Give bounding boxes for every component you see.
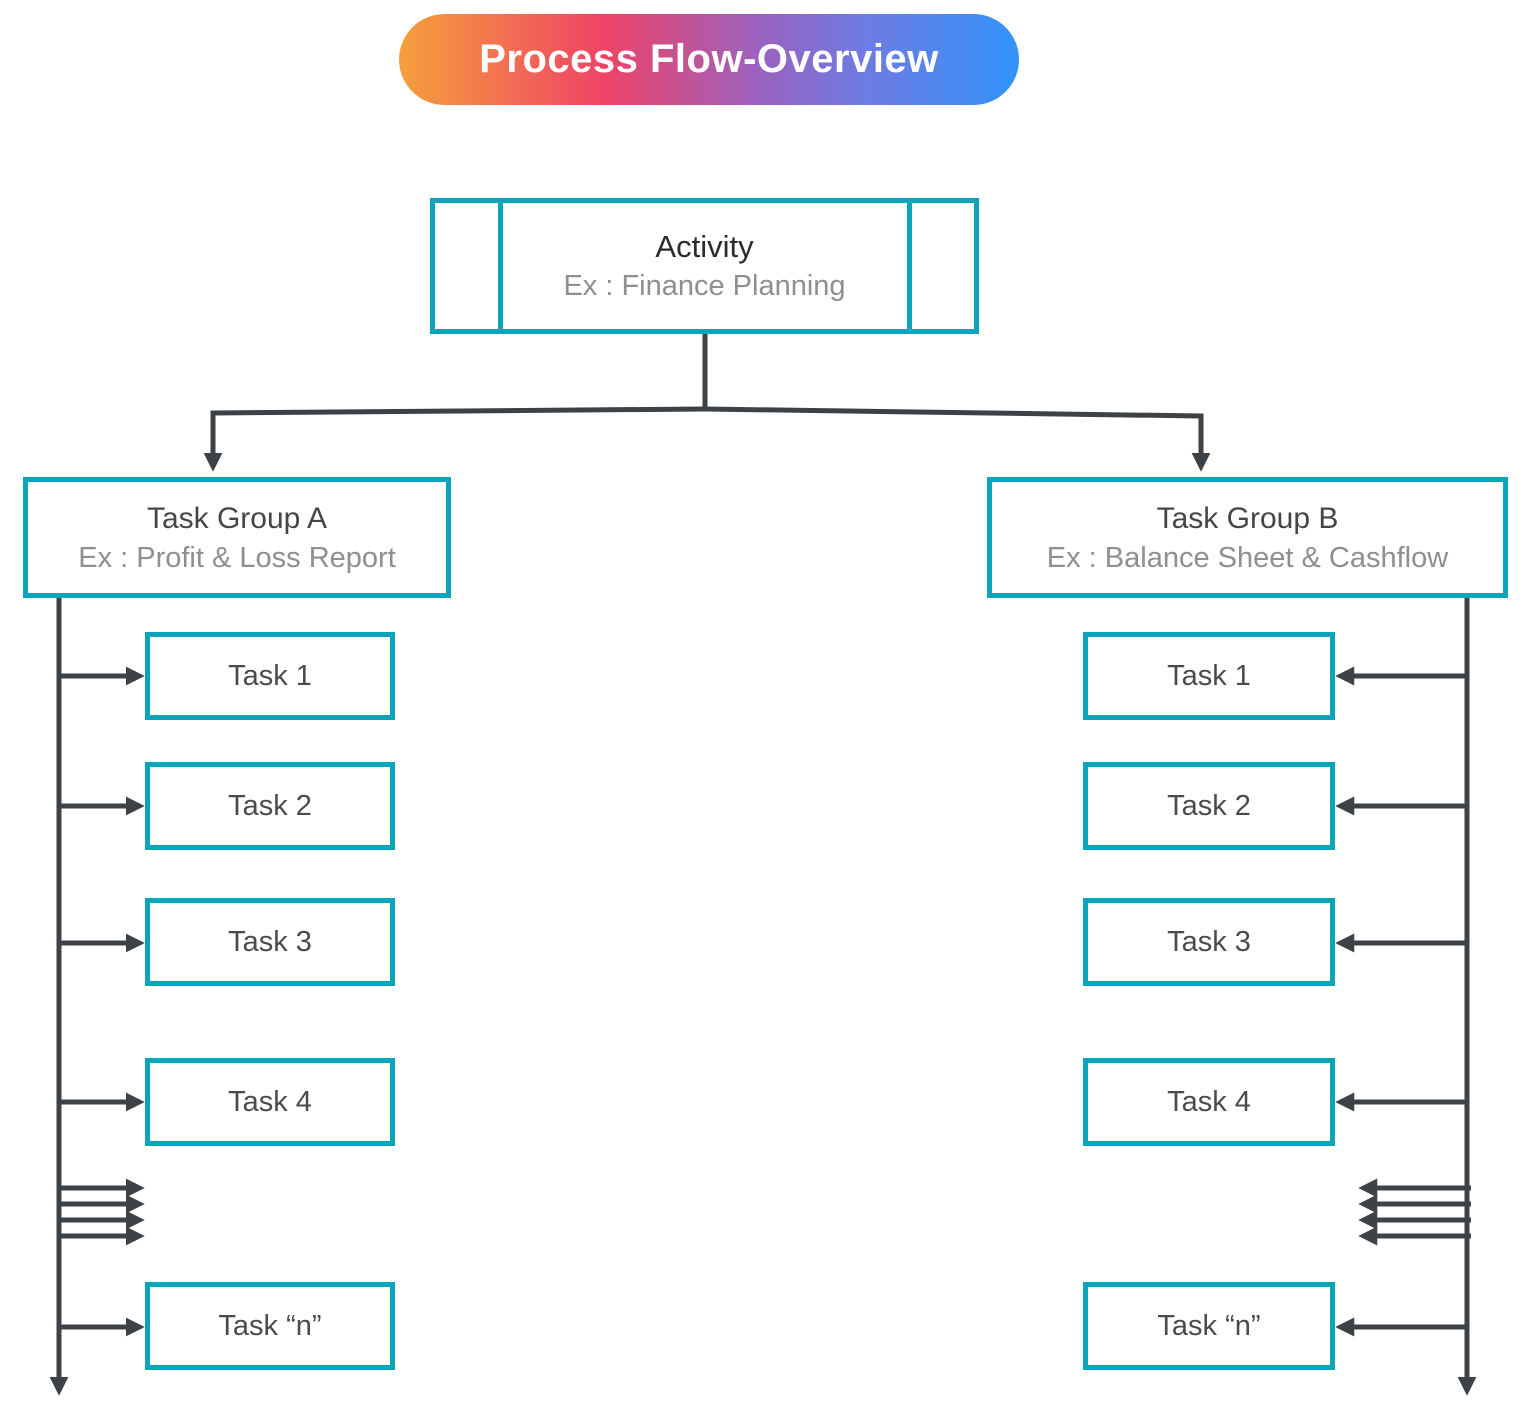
task-group-a-title: Task Group A [146, 501, 328, 535]
connector-branch-left [203, 406, 706, 472]
task-b-1: Task 1 [1083, 632, 1335, 720]
task-b-2-label: Task 2 [1167, 789, 1251, 822]
activity-subtitle: Ex : Finance Planning [563, 270, 846, 302]
task-group-b-subtitle: Ex : Balance Sheet & Cashflow [1046, 541, 1449, 574]
activity-left-bar [498, 203, 503, 329]
task-b-n: Task “n” [1083, 1282, 1335, 1370]
task-a-4: Task 4 [145, 1058, 395, 1146]
task-b-1-label: Task 1 [1167, 659, 1251, 692]
task-b-2: Task 2 [1083, 762, 1335, 850]
task-a-4-label: Task 4 [228, 1085, 312, 1118]
task-b-3-label: Task 3 [1167, 925, 1251, 958]
task-a-2-label: Task 2 [228, 789, 312, 822]
activity-title: Activity [655, 229, 754, 264]
activity-right-bar [907, 203, 912, 329]
task-b-4: Task 4 [1083, 1058, 1335, 1146]
task-a-3-label: Task 3 [228, 925, 312, 958]
task-a-2: Task 2 [145, 762, 395, 850]
task-b-n-label: Task “n” [1157, 1309, 1261, 1342]
task-a-n-label: Task “n” [218, 1309, 322, 1342]
task-a-1: Task 1 [145, 632, 395, 720]
diagram-title: Process Flow-Overview [479, 37, 939, 81]
activity-node: Activity Ex : Finance Planning [430, 198, 979, 334]
connector-branch-right [704, 406, 1211, 472]
task-b-3: Task 3 [1083, 898, 1335, 986]
diagram-title-banner: Process Flow-Overview [399, 14, 1019, 105]
task-a-1-label: Task 1 [228, 659, 312, 692]
ellipsis-arrows-left [59, 1178, 145, 1246]
task-a-n: Task “n” [145, 1282, 395, 1370]
task-group-a-subtitle: Ex : Profit & Loss Report [78, 541, 396, 574]
feeder-arrows-left [59, 666, 145, 1337]
task-group-b-node: Task Group B Ex : Balance Sheet & Cashfl… [987, 477, 1508, 598]
task-group-b-title: Task Group B [1156, 501, 1339, 535]
task-a-3: Task 3 [145, 898, 395, 986]
task-group-a-node: Task Group A Ex : Profit & Loss Report [23, 477, 451, 598]
feeder-arrows-right [1335, 666, 1467, 1337]
ellipsis-arrows-right [1358, 1178, 1471, 1246]
task-b-4-label: Task 4 [1167, 1085, 1251, 1118]
